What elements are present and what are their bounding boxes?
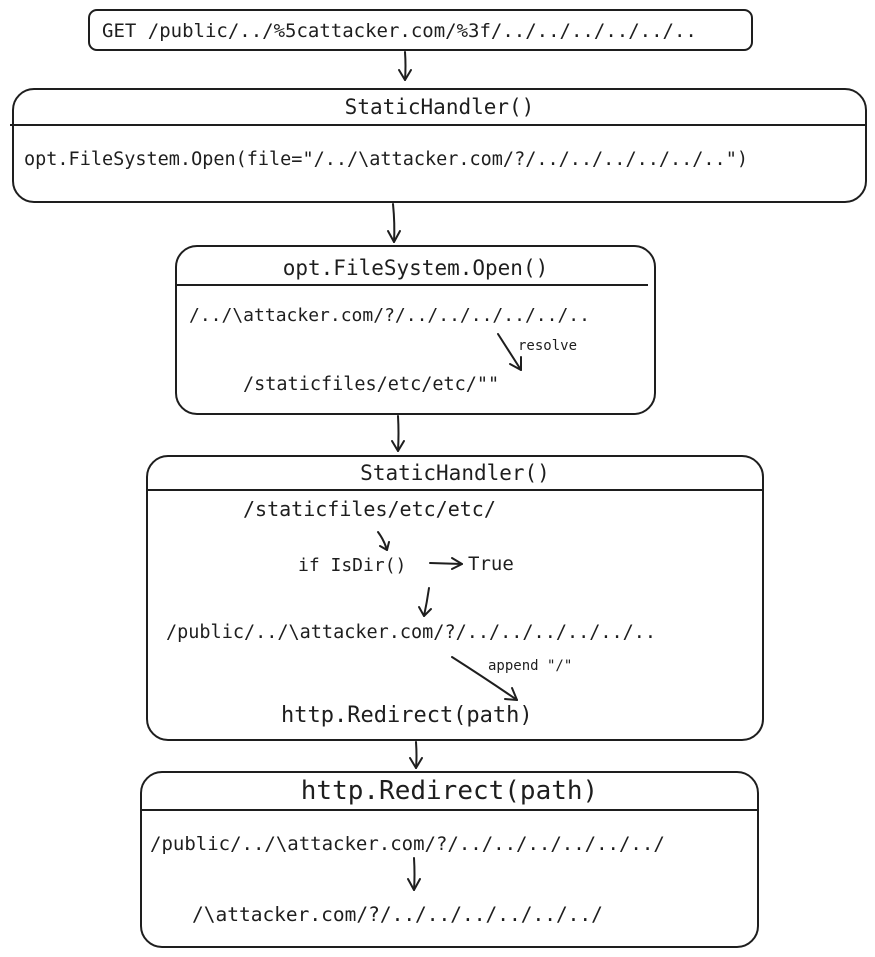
static-handler-title-2: StaticHandler(): [360, 461, 550, 485]
arrow-true-to-url: [418, 587, 432, 617]
arrow-handler-to-open: [387, 203, 401, 243]
arrow-handler-to-redirect: [409, 741, 423, 769]
filesystem-open-input: /../\attacker.com/?/../../../../../..: [189, 305, 590, 326]
staticfiles-path: /staticfiles/etc/etc/: [243, 497, 496, 521]
arrow-resolve: [497, 333, 522, 371]
filesystem-open-call: opt.FileSystem.Open(file="/../\attacker.…: [24, 149, 748, 170]
request-text: GET /public/../%5cattacker.com/%3f/../..…: [102, 20, 697, 42]
isdir-check: if IsDir(): [298, 555, 407, 576]
filesystem-open-title: opt.FileSystem.Open(): [282, 256, 549, 280]
redirect-input: /public/../\attacker.com/?/../../../../.…: [150, 833, 665, 855]
resolve-annotation: resolve: [518, 338, 578, 354]
arrow-isdir-to-true: [429, 557, 463, 570]
redirect-output: /\attacker.com/?/../../../../../../: [192, 903, 603, 926]
header-divider: [177, 284, 648, 286]
http-redirect-title: http.Redirect(path): [300, 776, 599, 806]
arrow-path-to-isdir: [377, 531, 390, 551]
http-redirect-box: http.Redirect(path) /public/../\attacker…: [140, 771, 759, 948]
arrow-request-to-handler: [398, 51, 412, 81]
header-divider: [10, 124, 867, 126]
static-handler-title-1: StaticHandler(): [344, 95, 535, 119]
filesystem-open-output: /staticfiles/etc/etc/"": [243, 374, 500, 395]
header-divider: [148, 489, 762, 491]
arrow-redirect-result: [407, 857, 421, 891]
isdir-result: True: [468, 553, 514, 575]
arrow-open-to-handler: [391, 415, 405, 452]
filesystem-open-box: opt.FileSystem.Open() /../\attacker.com/…: [175, 245, 656, 415]
append-slash-annotation: append "/": [488, 658, 573, 674]
arrow-append: [451, 656, 518, 701]
static-handler-box-2: StaticHandler() /staticfiles/etc/etc/ if…: [146, 455, 764, 741]
request-box: GET /public/../%5cattacker.com/%3f/../..…: [88, 9, 753, 51]
redirect-call: http.Redirect(path): [281, 703, 533, 728]
redirect-url: /public/../\attacker.com/?/../../../../.…: [166, 622, 657, 643]
header-divider: [142, 809, 757, 811]
static-handler-box-1: StaticHandler() opt.FileSystem.Open(file…: [10, 88, 867, 203]
